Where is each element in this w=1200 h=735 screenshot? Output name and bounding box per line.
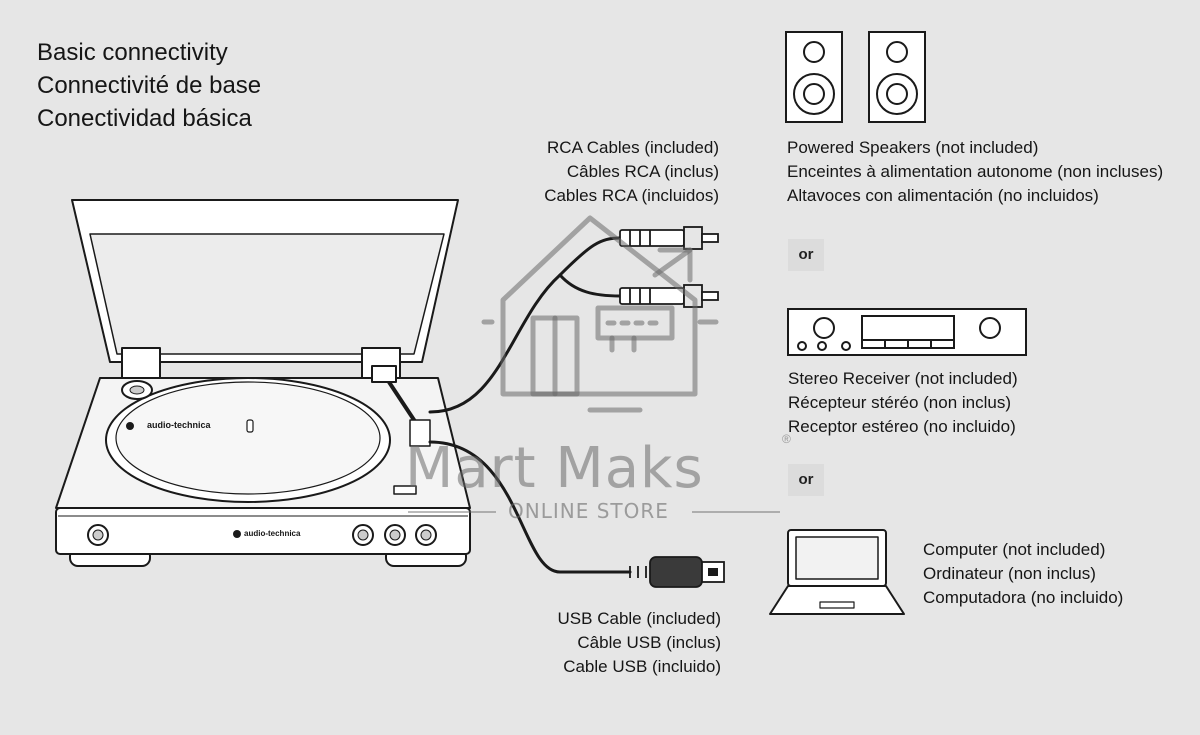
watermark-rule-left — [408, 511, 496, 513]
platter-brand-text: audio-technica — [147, 420, 211, 430]
rca-cable-line — [428, 236, 622, 414]
receiver-label-en: Stereo Receiver (not included) — [788, 369, 1018, 388]
watermark-registered: ® — [782, 432, 791, 446]
rca-label-es: Cables RCA (incluidos) — [544, 186, 719, 205]
usb-plug — [629, 556, 725, 588]
computer-label: Computer (not included) Ordinateur (non … — [923, 538, 1123, 610]
speakers-label-es: Altavoces con alimentación (no incluidos… — [787, 186, 1099, 205]
speaker-right — [868, 31, 926, 123]
usb-cable-line — [428, 440, 632, 574]
hinge-left — [121, 347, 161, 379]
stereo-receiver — [787, 308, 1027, 356]
platter-mat — [115, 381, 381, 495]
rca-plug-top — [619, 226, 719, 250]
logo-mark — [233, 530, 241, 538]
rca-plugs — [619, 226, 719, 308]
page-title: Basic connectivity Connectivité de base … — [37, 36, 261, 135]
rca-label-en: RCA Cables (included) — [547, 138, 719, 157]
stereo-receiver-label: Stereo Receiver (not included) Récepteur… — [788, 367, 1018, 439]
usb-cable-label: USB Cable (included) Câble USB (inclus) … — [558, 607, 721, 679]
headshell — [409, 419, 431, 447]
or-separator-2: or — [788, 464, 824, 496]
watermark-subtitle: ONLINE STORE — [508, 499, 669, 523]
rca-plug-bottom — [619, 284, 719, 308]
dust-cover-inner — [89, 233, 445, 355]
powered-speakers-label: Powered Speakers (not included) Enceinte… — [787, 136, 1163, 208]
front-brand-text: audio-technica — [244, 529, 301, 538]
or-separator-1: or — [788, 239, 824, 271]
title-line-en: Basic connectivity — [37, 39, 228, 66]
usb-label-es: Cable USB (incluido) — [563, 657, 721, 676]
usb-label-fr: Câble USB (inclus) — [577, 633, 721, 652]
cable-lines — [428, 236, 632, 574]
computer-label-es: Computadora (no incluido) — [923, 588, 1124, 607]
speakers-label-en: Powered Speakers (not included) — [787, 138, 1039, 157]
receiver-label-es: Receptor estéreo (no incluido) — [788, 417, 1016, 436]
speaker-left — [785, 31, 843, 123]
watermark-house-icon — [481, 215, 719, 413]
lift-lever — [393, 485, 417, 495]
rca-cables-label: RCA Cables (included) Câbles RCA (inclus… — [544, 136, 719, 208]
receiver-label-fr: Récepteur stéréo (non inclus) — [788, 393, 1012, 412]
computer-label-en: Computer (not included) — [923, 540, 1106, 559]
turntable-illustration — [55, 199, 471, 567]
watermark-name: Mart Maks — [405, 436, 704, 501]
rca-label-fr: Câbles RCA (inclus) — [566, 162, 719, 181]
title-line-fr: Connectivité de base — [37, 72, 262, 99]
watermark-rule-right — [692, 511, 780, 513]
title-line-es: Conectividad básica — [37, 105, 252, 132]
speakers-label-fr: Enceintes à alimentation autonome (non i… — [787, 162, 1164, 181]
laptop — [769, 529, 905, 615]
computer-label-fr: Ordinateur (non inclus) — [923, 564, 1096, 583]
usb-label-en: USB Cable (included) — [557, 609, 721, 628]
